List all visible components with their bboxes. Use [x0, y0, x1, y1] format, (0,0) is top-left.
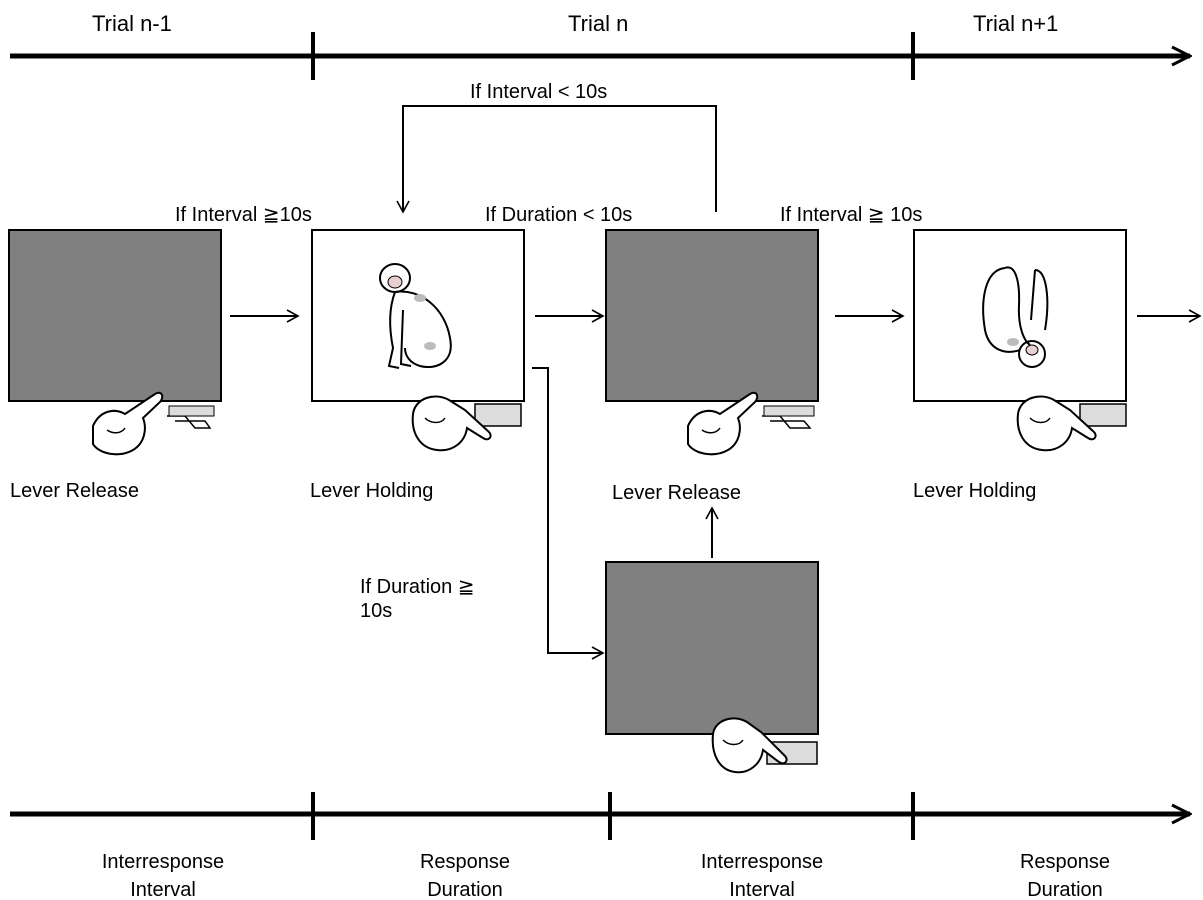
hand-holding-2-icon [1016, 395, 1127, 452]
hand-release-2-icon [687, 391, 815, 456]
label-interval-ge-2: If Interval ≧ 10s [780, 204, 923, 226]
label-duration-lt: If Duration < 10s [485, 204, 633, 226]
label-lever-holding-2: Lever Holding [913, 480, 1037, 502]
monkey-upright-icon [379, 263, 452, 369]
screen-release-2 [605, 229, 819, 402]
screen-delay [605, 561, 819, 735]
label-lever-release-1: Lever Release [10, 480, 139, 502]
screen-holding-1 [311, 229, 525, 402]
hand-holding-delay-icon [711, 717, 818, 774]
monkey-inverted-icon [982, 266, 1049, 368]
label-seg-duration-1: Response Duration [419, 851, 511, 900]
label-trial-curr: Trial n [568, 11, 629, 36]
hand-release-1-icon [92, 391, 215, 456]
label-lever-holding-1: Lever Holding [310, 480, 434, 502]
label-trial-prev: Trial n-1 [92, 11, 172, 36]
label-lever-release-2: Lever Release [612, 482, 741, 504]
label-trial-next: Trial n+1 [973, 11, 1059, 36]
branch-down-arrow [532, 367, 605, 660]
label-seg-interval-1: Interresponse Interval [101, 851, 225, 900]
loop-back-arrow [396, 105, 717, 214]
screen-release-1 [8, 229, 222, 402]
label-interval-lt: If Interval < 10s [470, 81, 608, 103]
label-interval-ge-1: If Interval ≧10s [175, 204, 312, 226]
label-duration-ge: If Duration ≧ 10s [360, 576, 475, 622]
label-seg-interval-2: Interresponse Interval [700, 851, 824, 900]
top-timeline [10, 32, 1190, 80]
hand-holding-1-icon [411, 395, 522, 452]
bottom-timeline [10, 792, 1190, 840]
label-seg-duration-2: Response Duration [1019, 851, 1111, 900]
